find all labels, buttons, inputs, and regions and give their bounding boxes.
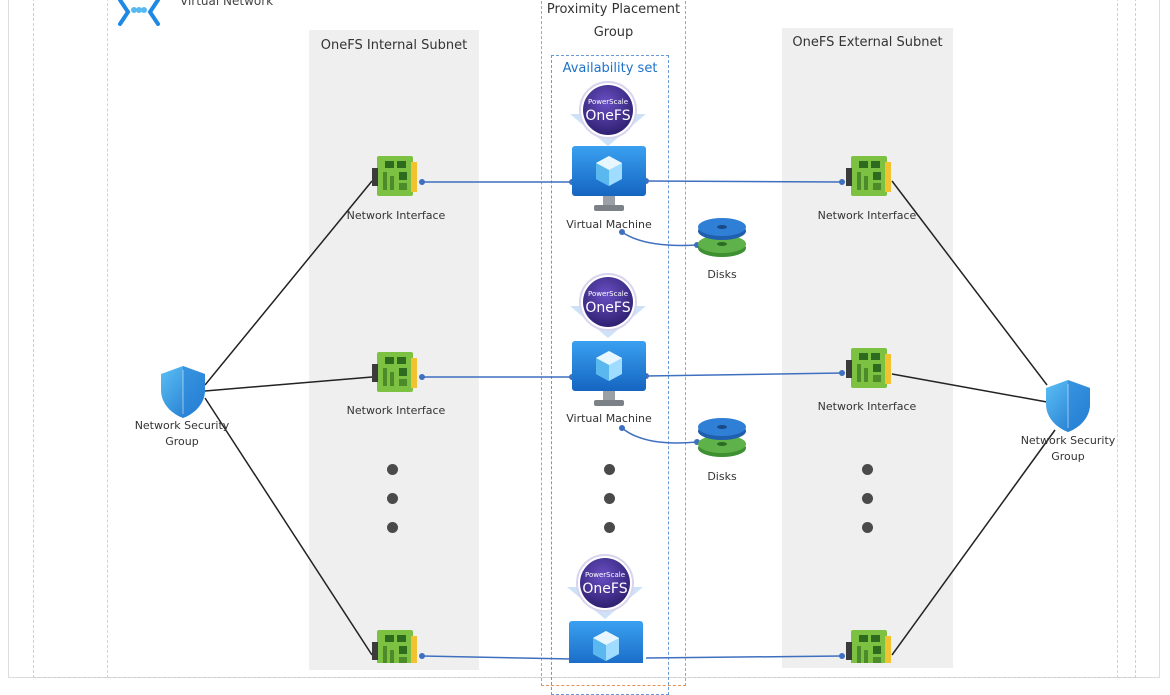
network-interface-icon xyxy=(372,352,417,392)
ellipsis-dot xyxy=(862,522,873,533)
link-nic-int-3-vm-3 xyxy=(421,655,573,660)
link-vm-2-disks-2 xyxy=(621,427,698,444)
link-nsg-right-nic-ext-2 xyxy=(891,373,1048,403)
nsg-right-label: Network Security Group xyxy=(1008,433,1128,465)
virtual-network-label: Virtual Network xyxy=(180,0,274,8)
nsg-left-label-line2: Group xyxy=(165,435,199,448)
ellipsis-dot xyxy=(862,464,873,475)
nsg-right-label-line2: Group xyxy=(1051,450,1085,463)
internal-nic-label-1: Network Interface xyxy=(346,209,446,222)
virtual-machine-icon xyxy=(569,621,643,663)
virtual-machine-icon xyxy=(572,341,646,406)
availability-set-title: Availability set xyxy=(562,61,658,76)
ppg-title-line2: Group xyxy=(593,25,634,40)
disks-icon xyxy=(698,218,746,257)
network-interface-icon xyxy=(846,156,891,196)
architecture-diagram: OneFS Internal Subnet OneFS External Sub… xyxy=(8,0,1160,695)
nic-vm-connections xyxy=(421,180,843,660)
ellipsis-dot xyxy=(387,493,398,504)
link-nsg-right-nic-ext-1 xyxy=(891,180,1048,386)
nsg-left-label: Network Security Group xyxy=(122,418,242,450)
badge-product-1: OneFS xyxy=(585,108,630,124)
badge-brand-2: PowerScale xyxy=(588,290,628,298)
disks-label-1: Disks xyxy=(707,268,737,281)
onefs-badge-1: PowerScale OneFS xyxy=(569,81,647,147)
link-vm-2-nic-ext-2 xyxy=(645,372,843,377)
shield-icon xyxy=(1045,379,1091,433)
ellipsis-dot xyxy=(604,522,615,533)
badge-product-2: OneFS xyxy=(585,300,630,316)
external-subnet-title: OneFS External Subnet xyxy=(792,35,943,50)
internal-nic-label-2: Network Interface xyxy=(346,404,446,417)
network-interface-icon xyxy=(372,630,417,663)
proximity-placement-group-title: Proximity Placement Group xyxy=(541,0,686,44)
nsg-connections xyxy=(204,180,1056,656)
virtual-network-icon xyxy=(118,0,160,26)
network-interface-icon xyxy=(846,348,891,388)
link-nsg-left-nic-int-3 xyxy=(204,397,373,656)
internal-subnet-title: OneFS Internal Subnet xyxy=(320,38,468,53)
ppg-title-line1: Proximity Placement xyxy=(546,2,681,17)
badge-brand-3: PowerScale xyxy=(585,571,625,579)
ellipsis-dot xyxy=(387,464,398,475)
virtual-machine-icon xyxy=(572,146,646,211)
onefs-badge-2: PowerScale OneFS xyxy=(569,273,647,339)
link-vm-1-disks-1 xyxy=(621,231,698,247)
link-nsg-right-nic-ext-3 xyxy=(891,429,1056,656)
link-vm-3-nic-ext-3 xyxy=(645,655,843,659)
diagram-graphics: PowerScale OneFS PowerScale OneFS PowerS… xyxy=(118,0,1091,663)
onefs-badge-3: PowerScale OneFS xyxy=(566,554,644,620)
shield-icon xyxy=(160,365,206,419)
link-vm-1-nic-ext-1 xyxy=(645,180,843,183)
ellipsis-dot xyxy=(387,522,398,533)
badge-brand-1: PowerScale xyxy=(588,98,628,106)
ellipsis-dot xyxy=(604,493,615,504)
internal-subnet-region xyxy=(309,30,479,670)
link-nsg-left-nic-int-2 xyxy=(204,376,373,392)
link-nsg-left-nic-int-1 xyxy=(204,180,373,386)
external-nic-label-1: Network Interface xyxy=(817,209,917,222)
badge-product-3: OneFS xyxy=(582,581,627,597)
external-nic-label-2: Network Interface xyxy=(817,400,917,413)
virtual-network-boundary xyxy=(107,0,1118,678)
network-interface-icon xyxy=(372,156,417,196)
nsg-left-label-line1: Network Security xyxy=(134,419,230,432)
nsg-right-label-line1: Network Security xyxy=(1020,434,1116,447)
disks-icon xyxy=(698,418,746,457)
vm-label-1: Virtual Machine xyxy=(566,218,652,231)
disks-label-2: Disks xyxy=(707,470,737,483)
vm-label-2: Virtual Machine xyxy=(566,412,652,425)
ellipsis-dot xyxy=(862,493,873,504)
ellipsis-dot xyxy=(604,464,615,475)
network-interface-icon xyxy=(846,630,891,663)
